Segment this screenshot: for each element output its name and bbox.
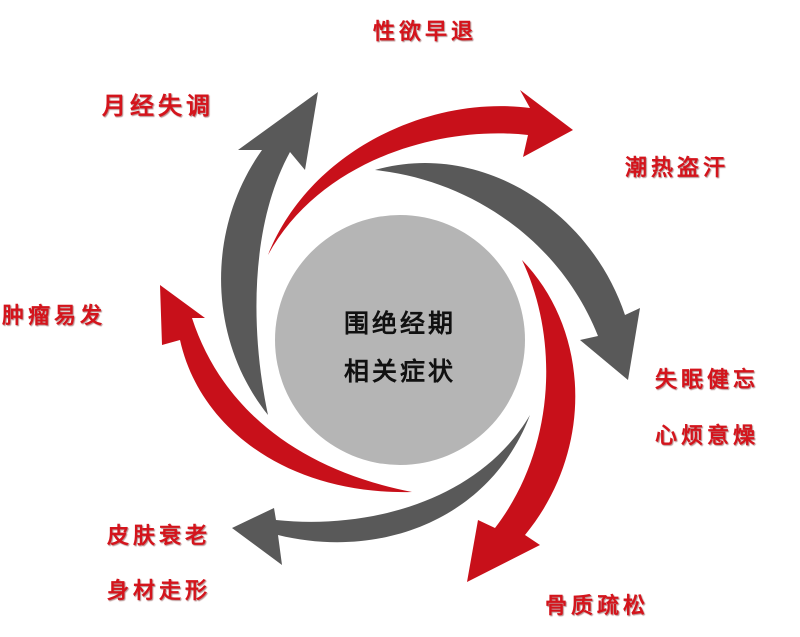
center-title-line1: 围绝经期 [343,309,456,338]
gray-arrow-bottom [232,415,530,565]
red-arrow-top [268,90,573,255]
gray-arrow-right [375,163,640,380]
center-circle [275,215,525,465]
gray-arrow-upper-left [221,92,318,415]
label-skin-aging: 皮肤衰老 [107,523,212,549]
red-arrow-left [160,285,412,493]
label-osteoporosis: 骨质疏松 [545,593,650,619]
label-body-shape: 身材走形 [107,578,212,604]
label-tumor: 肿瘤易发 [2,303,107,329]
label-insomnia: 失眠健忘 [655,367,760,393]
label-hot-flashes: 潮热盗汗 [625,155,730,181]
label-irritability: 心烦意燥 [655,423,760,449]
red-arrow-bottom-right [467,260,576,582]
label-libido: 性欲早退 [373,19,478,45]
center-title-line2: 相关症状 [343,357,456,386]
label-menstrual: 月经失调 [102,91,214,120]
center-title: 围绝经期 相关症状 [300,300,500,396]
